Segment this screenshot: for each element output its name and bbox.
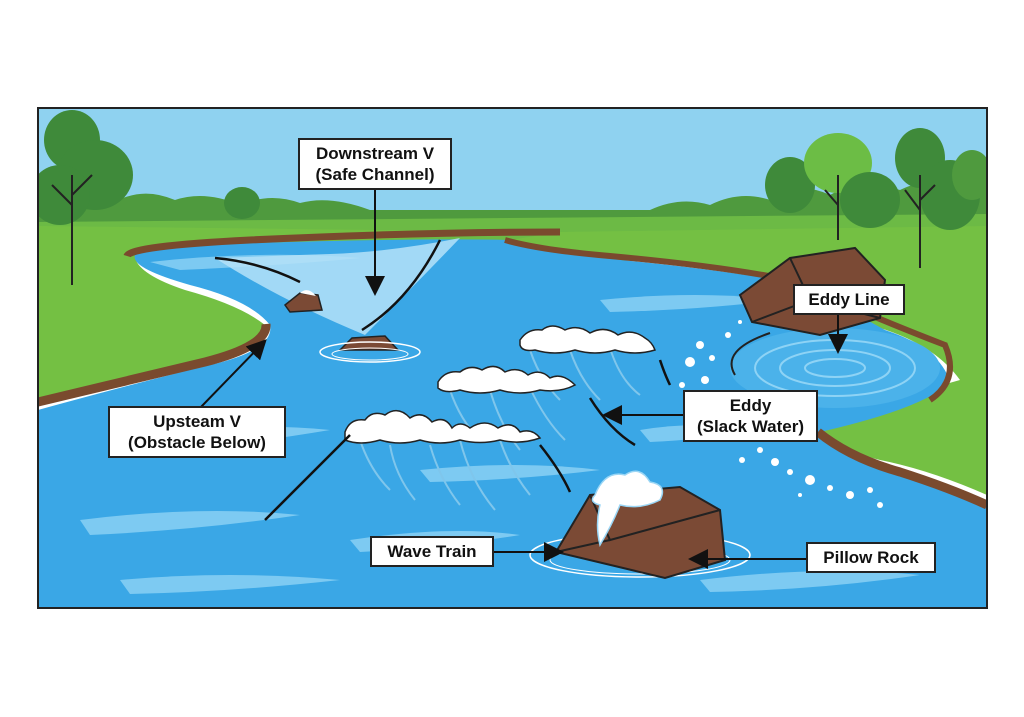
scene-content	[38, 108, 987, 608]
wave-train	[344, 325, 656, 511]
label-upstream-v-line2: (Obstacle Below)	[128, 433, 266, 452]
left-bank-grass	[38, 226, 560, 398]
diagram-frame	[37, 107, 988, 609]
label-wave-train-text: Wave Train	[387, 542, 477, 561]
label-eddy-line: Eddy Line	[793, 284, 905, 315]
right-bank-edge-upper	[504, 237, 791, 283]
label-wave-train: Wave Train	[370, 536, 494, 567]
pillow-rock	[529, 470, 751, 580]
trees-left	[38, 110, 260, 285]
label-eddy-line-text: Eddy Line	[808, 290, 890, 309]
label-upstream-v: Upsteam V (Obstacle Below)	[108, 406, 286, 458]
eddy-pool	[730, 328, 940, 408]
label-pillow-rock-text: Pillow Rock	[823, 548, 919, 567]
label-downstream-v-line1: Downstream V	[315, 144, 435, 163]
label-pillow-rock: Pillow Rock	[806, 542, 936, 573]
flow-guide-lines	[214, 239, 672, 521]
label-eddy-line2: (Slack Water)	[696, 417, 805, 436]
label-eddy: Eddy (Slack Water)	[683, 390, 818, 442]
rock-small-upstream	[283, 290, 323, 313]
downstream-v-tongue	[215, 238, 460, 335]
left-bank-edge-upper	[123, 228, 561, 259]
label-downstream-v-line2: (Safe Channel)	[315, 165, 435, 184]
trees-right	[765, 128, 987, 268]
label-eddy-line1: Eddy	[729, 396, 772, 415]
label-upstream-v-line1: Upsteam V	[153, 412, 241, 431]
label-downstream-v: Downstream V (Safe Channel)	[298, 138, 452, 190]
label-arrows	[199, 190, 848, 569]
arrow-upstream-v	[199, 339, 267, 409]
rock-downstream-v	[319, 335, 421, 363]
right-bank-edge-lower	[815, 428, 987, 510]
